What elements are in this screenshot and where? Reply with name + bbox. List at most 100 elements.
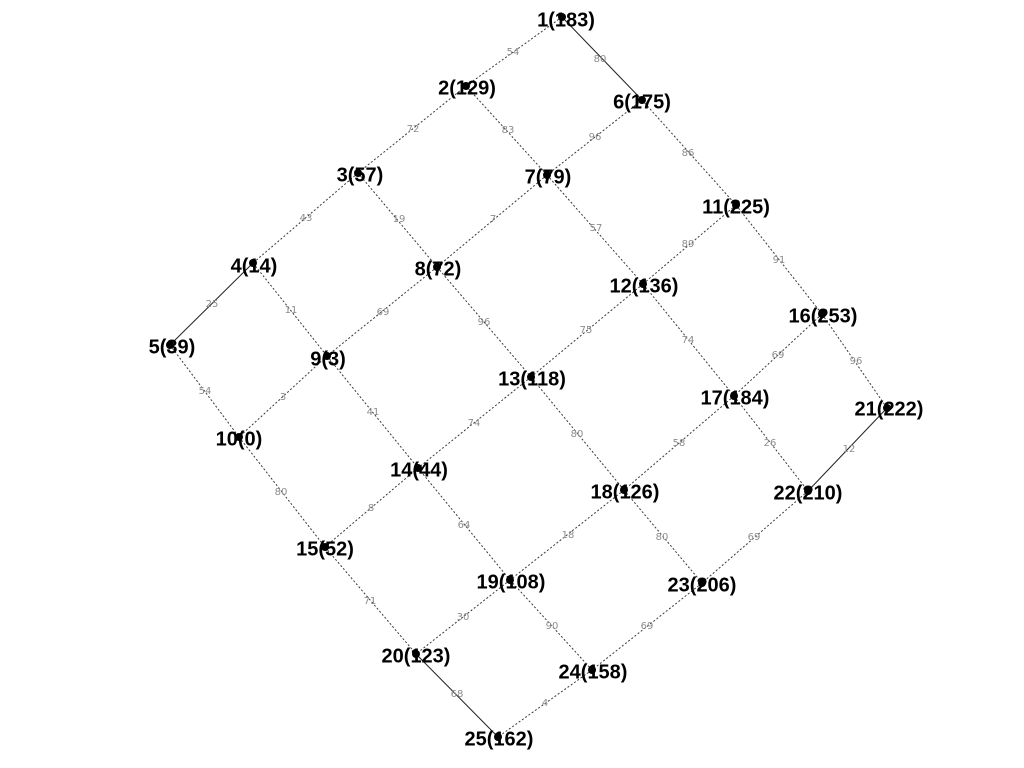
node-10: 10(0) — [216, 428, 263, 450]
node-label-24: 24(158) — [559, 661, 628, 683]
node-dot-18 — [620, 486, 628, 494]
edge-weight-22-23: 69 — [748, 532, 761, 543]
node-label-17: 17(184) — [701, 387, 770, 409]
node-dot-24 — [588, 666, 596, 674]
edge-7-12 — [546, 174, 644, 285]
edge-9-14 — [326, 355, 419, 469]
node-dot-12 — [639, 280, 647, 288]
node-dot-13 — [527, 373, 535, 381]
edge-weight-19-24: 90 — [546, 621, 559, 632]
node-label-6: 6(175) — [613, 91, 671, 113]
edge-weight-20-25: 68 — [451, 689, 464, 700]
edge-weight-5-10: 54 — [199, 386, 212, 397]
node-label-21: 21(222) — [855, 398, 924, 420]
edge-weight-15-20: 71 — [364, 596, 377, 607]
edge-weight-4-9: 11 — [285, 305, 298, 316]
node-label-11: 11(225) — [702, 196, 770, 218]
node-label-16: 16(253) — [789, 305, 858, 327]
node-label-10: 10(0) — [216, 428, 263, 450]
edge-22-23 — [701, 490, 809, 584]
edge-12-17 — [642, 283, 735, 397]
edge-weight-18-23: 80 — [656, 532, 669, 543]
edge-19-24 — [509, 579, 593, 671]
node-label-15: 15(52) — [296, 538, 354, 560]
edge-3-4 — [252, 172, 359, 264]
node-8: 8(72) — [415, 258, 462, 280]
edge-weight-8-13: 96 — [478, 317, 491, 328]
edge-16-21 — [821, 313, 888, 409]
node-label-19: 19(108) — [477, 571, 546, 593]
node-1: 1(183) — [537, 9, 595, 31]
edge-weight-3-8: 19 — [393, 214, 406, 225]
node-9: 9(3) — [310, 348, 346, 370]
edge-weight-13-14: 74 — [468, 418, 481, 429]
edge-18-19 — [509, 489, 625, 581]
edges-layer — [169, 16, 888, 738]
edge-weight-11-16: 91 — [773, 255, 786, 266]
node-dot-7 — [543, 171, 551, 179]
edge-weight-1-2: 54 — [507, 47, 520, 58]
node-dot-21 — [883, 404, 891, 412]
edge-1-6 — [561, 16, 643, 101]
edge-16-17 — [733, 313, 823, 397]
edge-24-25 — [497, 669, 593, 738]
edge-15-20 — [324, 546, 417, 655]
edge-weight-24-25: 4 — [542, 698, 548, 709]
edge-8-9 — [326, 266, 438, 357]
edge-4-5 — [169, 262, 254, 346]
nodes-layer: 1(183)2(129)3(57)4(14)5(39)6(175)7(79)8(… — [149, 9, 924, 750]
node-dot-20 — [412, 650, 420, 658]
edge-weight-8-9: 69 — [377, 307, 390, 318]
edge-weight-17-18: 58 — [673, 438, 686, 449]
node-label-2: 2(129) — [438, 77, 496, 99]
edge-weight-6-7: 96 — [589, 132, 602, 143]
node-label-3: 3(57) — [337, 164, 384, 186]
node-dot-9 — [323, 352, 331, 360]
edge-weight-3-4: 43 — [300, 213, 313, 224]
edge-14-15 — [324, 467, 419, 548]
edge-weight-7-8: 7 — [490, 214, 496, 225]
edge-weight-2-3: 72 — [407, 124, 420, 135]
edge-weight-9-14: 41 — [367, 407, 380, 418]
node-label-5: 5(39) — [149, 336, 196, 358]
edge-6-7 — [546, 99, 643, 176]
edge-weight-11-12: 89 — [682, 239, 695, 250]
node-14: 14(44) — [390, 459, 448, 481]
node-25: 25(162) — [465, 728, 534, 750]
edge-weight-12-17: 74 — [682, 335, 695, 346]
edge-3-8 — [357, 172, 438, 268]
edge-weight-10-15: 80 — [275, 487, 288, 498]
node-7: 7(79) — [525, 166, 572, 188]
edge-weight-16-17: 69 — [772, 350, 785, 361]
node-dot-17 — [730, 392, 738, 400]
node-dot-19 — [506, 576, 514, 584]
node-3: 3(57) — [337, 164, 384, 186]
node-label-23: 23(206) — [668, 574, 737, 596]
node-5: 5(39) — [149, 336, 196, 358]
node-dot-3 — [354, 169, 362, 177]
node-13: 13(118) — [498, 368, 566, 390]
edge-weight-9-10: 3 — [280, 392, 286, 403]
node-dot-5 — [166, 341, 174, 349]
node-dot-10 — [235, 433, 243, 441]
node-18: 18(126) — [591, 481, 660, 503]
node-dot-11 — [732, 201, 740, 209]
edge-11-12 — [642, 204, 737, 285]
node-label-13: 13(118) — [498, 368, 566, 390]
edge-weight-19-20: 30 — [457, 612, 470, 623]
edge-weight-21-22: 12 — [843, 444, 856, 455]
node-label-9: 9(3) — [310, 348, 346, 370]
edge-21-22 — [807, 407, 888, 492]
node-label-14: 14(44) — [390, 459, 448, 481]
node-17: 17(184) — [701, 387, 770, 409]
edge-8-13 — [436, 266, 532, 378]
node-label-22: 22(210) — [774, 482, 843, 504]
edge-2-7 — [465, 85, 548, 176]
edge-weight-2-7: 83 — [502, 125, 515, 136]
edge-weight-7-12: 57 — [590, 223, 603, 234]
node-21: 21(222) — [855, 398, 924, 420]
edge-5-10 — [169, 344, 240, 438]
edge-weight-6-11: 86 — [682, 148, 695, 159]
